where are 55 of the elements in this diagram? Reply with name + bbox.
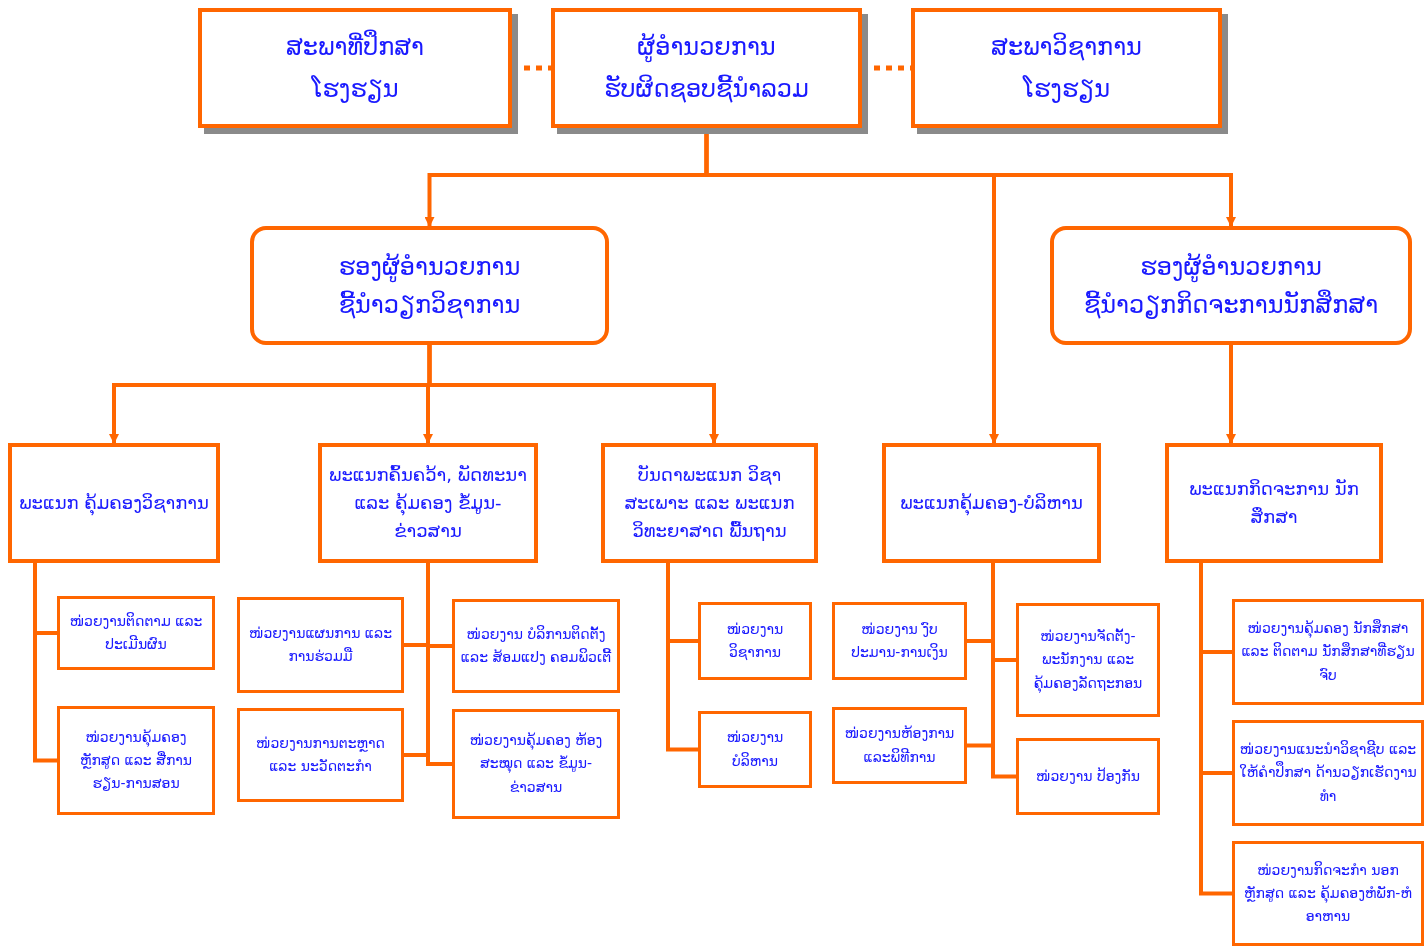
box-title: ໜ່ວຍງານຫ້ອງການແລະພິທີການ [843,724,956,767]
box-subtitle: ຮັບຜິດຊອບຊີ້ນຳລວມ [604,74,809,104]
box-subtitle: ໂຮງຮຽນ [311,74,399,104]
box-subtitle: ຊີ້ນຳວຽກວິຊາການ [338,289,521,320]
unit-box [1016,603,1160,717]
box-title: ພະແນກຄຸ້ມຄອງ-ບໍລິຫານ [900,491,1083,517]
deputy-box [1050,226,1412,345]
box-title: ໜ່ວຍງານ ປ້ອງກັນ [1036,766,1140,786]
unit-box [57,706,215,815]
department-box [1165,443,1383,563]
box-title: ໜ່ວຍງານຄຸ້ມຄອງ ນັກສຶກສາ ແລະ ຕິດຕາມ ນັກສຶກສາທີ່ຮຽນຈົບ [1240,618,1416,685]
deputy-box [250,226,609,345]
box-title: ໜ່ວຍງານແນະນຳວິຊາຊີບ ແລະໃຫ້ຄຳປຶກສາ ດ້ານວຽກເຮັດງານທຳ [1239,739,1417,806]
box-title: ສະພາວິຊາການ [991,32,1142,62]
unit-box [1016,738,1160,815]
department-box [318,443,538,563]
department-box [882,443,1101,563]
unit-box [237,708,404,802]
unit-box [57,596,215,670]
box-title: ໜ່ວຍງານຄຸ້ມຄອງ ຫ້ອງສະໝຸດ ແລະ ຂໍ້ມູນ-ຂ່າວສານ [468,731,604,797]
box-title: ໜ່ວຍງານຕິດຕາມ ແລະ ປະເມີນຜົນ [68,611,204,654]
unit-box [698,602,812,680]
unit-box [1232,599,1424,705]
box-title: ໜ່ວຍງານຈັດຕັ້ງ-ພະນັກງານ ແລະ ຄຸ້ມຄອງລັດຖະກອນ [1032,627,1144,695]
box-title: ພະແນກຄົ້ນຄວ້າ, ພັດທະນາ ແລະ ຄຸ້ມຄອງ ຂໍ້ມູນ-ຂ່າວສານ [328,463,528,543]
unit-box [452,709,620,819]
box-title: ຮອງຜູ້ອຳນວຍການ [338,251,521,282]
box-title: ໜ່ວຍງານກິດຈະກຳ ນອກຫຼັກສູດ ແລະ ຄຸ້ມຄອງຫໍພັກ-ຫໍອາຫານ [1243,860,1413,927]
box-title: ໜ່ວຍງານ ງົບປະມານ-ການເງິນ [850,619,949,662]
box-title: ໜ່ວຍງານແຜນການ ແລະ ການຮ່ວມມື [248,623,393,666]
department-box [8,443,220,563]
box-title: ຜູ້ອຳນວຍການ [637,32,776,62]
arrow [427,345,719,444]
department-box [601,443,818,563]
box-title: ໜ່ວຍງານການຕະຫຼາດ ແລະ ນະວັດຕະກຳ [255,733,386,776]
arrow [1226,345,1236,444]
box-title: ໜ່ວຍງານຄຸ້ມຄອງ ຫຼັກສູດ ແລະ ສື່ການຮຽນ-ການສອນ [78,727,194,794]
box-subtitle: ຊີ້ນຳວຽກກິດຈະການນັກສຶກສາ [1083,289,1379,320]
unit-box [698,711,812,788]
unit-box [832,707,967,784]
box-title: ພະແນກ ຄຸ້ມຄອງວິຊາການ [19,491,209,517]
connector-line [1199,563,1232,896]
box-subtitle: ໂຮງຮຽນ [1022,74,1111,104]
box-title: ໜ່ວຍງານ ບໍລິການຕິດຕັ້ງ ແລະ ສ້ອມແປງ ຄອມພິວເຕີ້ [459,624,613,667]
box-title: ໜ່ວຍງານ ວິຊາການ [725,619,785,662]
unit-box [237,597,404,693]
box-title: ຮອງຜູ້ອຳນວຍການ [1140,251,1322,282]
unit-box [832,602,967,680]
unit-box [1232,841,1424,946]
unit-box [452,599,620,693]
box-title: ບັນດາພະແນກ ວິຊາສະເພາະ ແລະ ພະແນກວິທະຍາສາດ ພື້ນຖານ [623,463,796,543]
connector-line [666,563,698,752]
unit-box [1232,720,1424,826]
box-title: ພະແນກກິດຈະການ ນັກສຶກສາ [1188,477,1360,529]
box-title: ໜ່ວຍງານ ບໍລິຫານ [725,728,785,771]
